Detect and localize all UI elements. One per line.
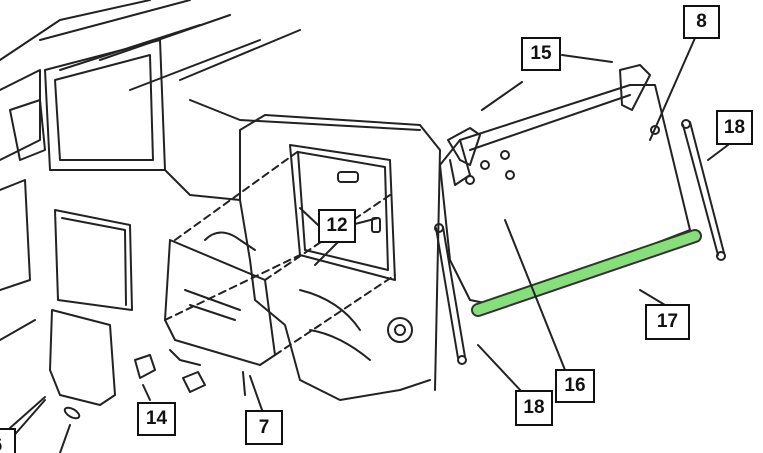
callout-17: 17 [645,304,690,340]
callout-18-top: 18 [716,110,753,145]
callout-7: 7 [245,410,283,445]
support-struts [434,119,726,365]
callout-6: 6 [0,428,16,453]
callout-8: 8 [683,5,720,39]
callout-16: 16 [555,369,595,403]
callout-18-bottom: 18 [515,390,553,426]
leader-lines [9,37,729,429]
clips [134,349,206,393]
callout-14: 14 [137,402,176,436]
callout-12: 12 [318,209,356,243]
liftgate-glass [439,64,691,306]
vehicle-body [0,0,441,453]
callout-15: 15 [521,37,561,71]
side-glass-panel [164,149,396,366]
highlighted-weatherstrip [471,229,702,317]
